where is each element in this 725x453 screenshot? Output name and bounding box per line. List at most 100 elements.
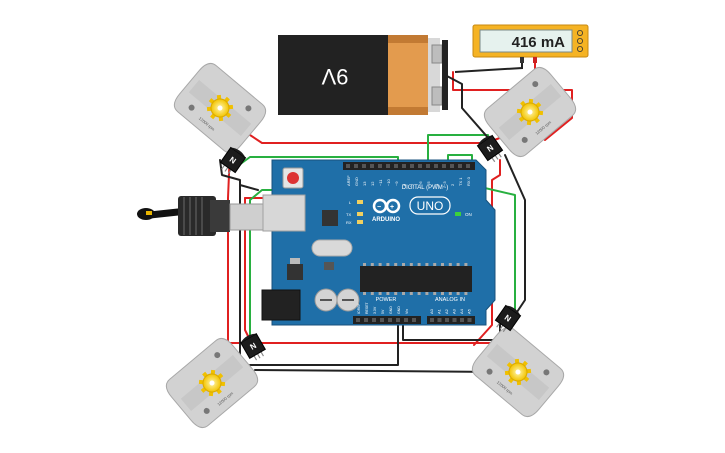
header-pin[interactable] — [450, 164, 454, 168]
header-pin[interactable] — [364, 318, 368, 322]
dc-motor[interactable]: 12000 rpm — [480, 63, 580, 160]
multimeter-mode-icon[interactable] — [577, 46, 584, 53]
pin-label: ~5 — [426, 181, 431, 186]
header-pin[interactable] — [445, 318, 449, 322]
voltage-regulator — [287, 264, 303, 280]
header-pin[interactable] — [466, 164, 470, 168]
black-wire[interactable] — [444, 74, 491, 141]
header-pin[interactable] — [386, 164, 390, 168]
header-pin[interactable] — [460, 318, 464, 322]
header-pin[interactable] — [458, 164, 462, 168]
svg-text:−: − — [377, 204, 381, 211]
header-pin[interactable] — [452, 318, 457, 322]
multimeter-mode-icon[interactable] — [577, 38, 584, 45]
multimeter-probe — [533, 57, 537, 63]
header-pin[interactable] — [354, 164, 358, 168]
gear-icon — [206, 94, 234, 122]
header-pin[interactable] — [380, 318, 384, 322]
red-wire[interactable] — [452, 71, 573, 141]
power-label: POWER — [376, 297, 397, 303]
black-wire[interactable] — [249, 319, 399, 366]
header-pin[interactable] — [467, 318, 472, 322]
pin-label: A3 — [452, 308, 457, 314]
black-wire[interactable] — [504, 154, 526, 316]
header-pin[interactable] — [394, 164, 398, 168]
pin-label: A0 — [429, 308, 434, 314]
header-pin[interactable] — [410, 164, 414, 168]
header-pin[interactable] — [437, 318, 442, 322]
pin-label: ~3 — [442, 181, 447, 186]
dc-motor[interactable]: 12000 rpm — [468, 323, 568, 420]
header-pin[interactable] — [362, 164, 366, 168]
npn-transistor[interactable]: N — [476, 133, 505, 164]
header-pin[interactable] — [434, 164, 438, 168]
battery-terminal — [431, 44, 443, 64]
led-label-l: L — [349, 200, 352, 205]
usb-cable[interactable] — [137, 196, 269, 236]
header-pin[interactable] — [346, 164, 350, 168]
red-wire[interactable] — [473, 159, 501, 346]
board-brand: ARDUINO — [372, 217, 400, 223]
pin-label: AREF — [346, 175, 351, 186]
arduino-logo-icon — [372, 198, 401, 214]
usb-chip — [322, 210, 338, 226]
battery-9v[interactable]: 9V — [278, 35, 448, 115]
black-wire[interactable] — [239, 184, 259, 191]
header-pin[interactable] — [370, 164, 374, 168]
led-label-tx: TX — [346, 212, 351, 217]
pin-label: A5 — [467, 308, 472, 314]
header-pin[interactable] — [442, 164, 446, 168]
battery-terminal — [431, 86, 443, 106]
pin-label: 2 — [450, 183, 455, 186]
on-led — [455, 212, 461, 216]
pin-label: A1 — [437, 308, 442, 314]
header-pin[interactable] — [372, 318, 376, 322]
pin-label: ~9 — [394, 181, 399, 186]
multimeter-probe — [520, 57, 524, 63]
header-pin[interactable] — [356, 318, 360, 322]
dc-motor[interactable]: 12000 rpm — [162, 334, 262, 431]
header-pin[interactable] — [402, 164, 406, 168]
red-wire[interactable] — [249, 134, 509, 144]
black-wire[interactable] — [219, 159, 241, 361]
gear-icon — [198, 369, 226, 397]
digital-header — [343, 162, 475, 170]
red-wire[interactable] — [227, 342, 511, 361]
dc-motor[interactable]: 12000 rpm — [170, 59, 270, 156]
header-pin[interactable] — [426, 164, 430, 168]
battery-label: 9V — [321, 64, 348, 89]
pin-label: GND — [354, 177, 359, 186]
npn-transistor[interactable]: N — [493, 303, 522, 334]
npn-transistor[interactable]: N — [239, 332, 267, 363]
pin-label: 12 — [370, 181, 375, 186]
header-pin[interactable] — [388, 318, 392, 322]
multimeter-reading: 416 mA — [512, 34, 566, 51]
transistor-label: N — [228, 155, 238, 166]
board-model: UNO — [417, 199, 444, 213]
pin-label: 4 — [434, 183, 439, 186]
header-pin[interactable] — [430, 318, 434, 322]
transistor-label: N — [503, 313, 513, 324]
pin-label: ~10 — [386, 178, 391, 186]
pin-label: TX 1 — [458, 177, 463, 186]
gear-icon — [516, 98, 544, 126]
pin-label: 13 — [362, 181, 367, 186]
header-pin[interactable] — [378, 164, 382, 168]
header-pin[interactable] — [418, 164, 422, 168]
gear-icon — [504, 358, 532, 386]
multimeter[interactable]: 416 mA — [454, 24, 589, 79]
on-label: ON — [465, 212, 472, 217]
multimeter-display — [479, 29, 573, 53]
pin-label: 5V — [381, 309, 385, 314]
header-pin[interactable] — [396, 318, 400, 322]
multimeter-mode-icon[interactable] — [577, 29, 584, 36]
pin-label: ~6 — [418, 181, 423, 186]
red-wire[interactable] — [227, 149, 231, 369]
header-pin[interactable] — [412, 318, 416, 322]
pin-label: 8 — [402, 183, 407, 186]
npn-transistor[interactable]: N — [218, 145, 247, 176]
pin-label: 3.3V — [373, 306, 377, 314]
header-pin[interactable] — [404, 318, 408, 322]
